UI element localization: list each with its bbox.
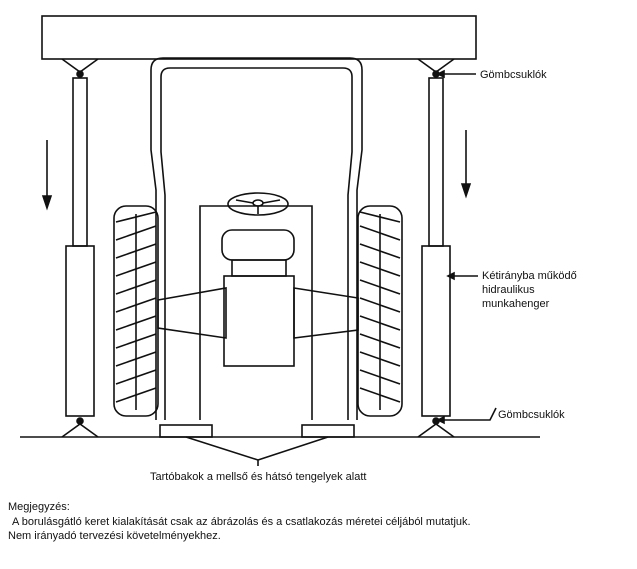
label-joint-top: Gömbcsuklók bbox=[480, 69, 547, 81]
load-beam bbox=[41, 15, 477, 60]
seat-cushion bbox=[221, 229, 295, 261]
right-hydraulic-cylinder bbox=[417, 58, 455, 438]
label-cylinder-line2: hidraulikus bbox=[482, 284, 535, 296]
label-supports: Tartóbakok a mellső és hátsó tengelyek a… bbox=[150, 471, 366, 483]
left-tyre bbox=[113, 205, 159, 417]
right-tyre bbox=[357, 205, 403, 417]
rear-axle bbox=[157, 287, 359, 339]
note-block: Megjegyzés: A borulásgátló keret kialakí… bbox=[8, 500, 628, 544]
dashboard bbox=[199, 205, 313, 420]
leader-joint-bottom bbox=[440, 407, 497, 421]
label-cylinder-line3: munkahenger bbox=[482, 298, 550, 310]
rollover-frame bbox=[150, 57, 363, 420]
label-joint-bottom: Gömbcsuklók bbox=[498, 409, 565, 421]
note-line-1: A borulásgátló keret kialakítását csak a… bbox=[12, 515, 471, 528]
transmission-housing bbox=[223, 275, 295, 367]
seat-base bbox=[231, 259, 287, 277]
left-hydraulic-cylinder bbox=[61, 58, 99, 438]
front-support-block bbox=[159, 424, 213, 438]
rear-support-block bbox=[301, 424, 355, 438]
note-heading: Megjegyzés: bbox=[8, 501, 70, 513]
label-cylinder-line1: Kétirányba működő bbox=[482, 270, 577, 282]
note-line-2: Nem irányadó tervezési követelményekhez. bbox=[8, 530, 221, 542]
leader-supports bbox=[185, 436, 329, 466]
right-down-arrow bbox=[460, 130, 472, 199]
steering-wheel bbox=[227, 192, 289, 216]
left-down-arrow bbox=[41, 140, 53, 211]
